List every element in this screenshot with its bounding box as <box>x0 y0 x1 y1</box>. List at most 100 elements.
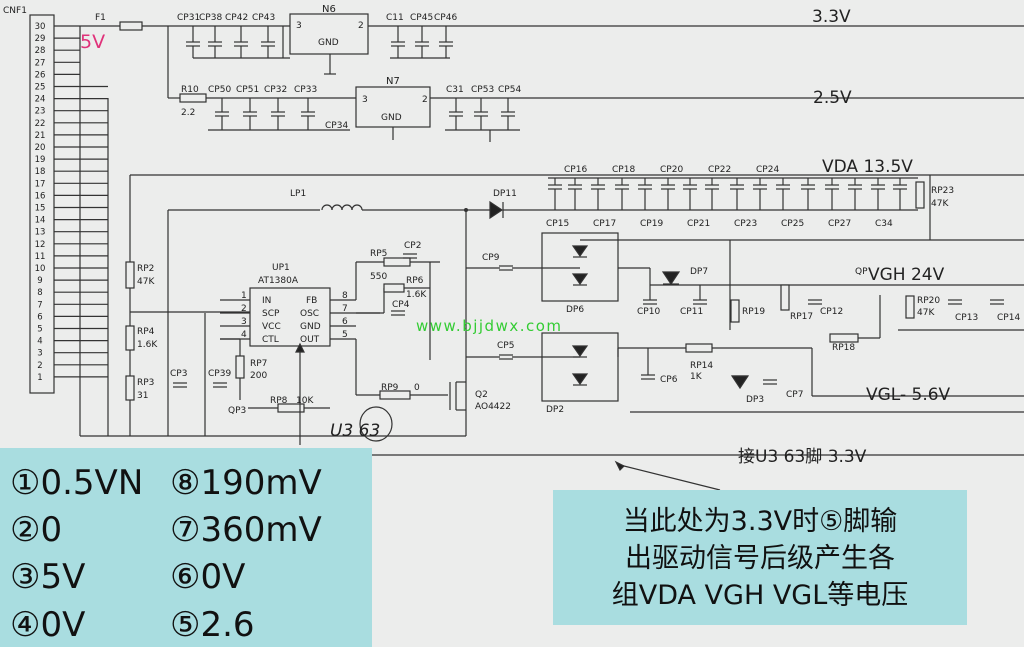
label-cp43: CP43 <box>252 13 275 23</box>
label-cp38: CP38 <box>199 13 222 23</box>
label-rp5-value: 550 <box>370 272 387 282</box>
handwritten-note: U3 63 <box>330 421 380 441</box>
label-rp2-value: 47K <box>137 277 155 287</box>
rail-vgh-label: VGH 24V <box>868 265 945 285</box>
label-rp9-value: 0 <box>414 383 420 393</box>
connector-pin-label: 15 <box>35 204 46 214</box>
connector-pin-label: 24 <box>35 95 46 105</box>
label-up1-in: IN <box>262 296 271 306</box>
connector-pin-label: 8 <box>37 288 42 298</box>
connector-pin-label: 6 <box>37 312 42 322</box>
label-cp3: CP3 <box>170 369 187 379</box>
label-cp11: CP11 <box>680 307 703 317</box>
diode-dp11 <box>489 200 504 220</box>
connector-pin-label: 21 <box>35 131 46 141</box>
label-up1-p1: 1 <box>241 291 247 301</box>
arrow-head <box>295 342 305 353</box>
label-cp24: CP24 <box>756 165 779 175</box>
label-up1-part: AT1380A <box>258 276 299 286</box>
label-cp15: CP15 <box>546 219 569 229</box>
label-rp3: RP3 <box>137 378 154 388</box>
label-dp11: DP11 <box>493 189 517 199</box>
note-line-3: 组VDA VGH VGL等电压 <box>611 580 909 611</box>
connector-pin-label: 19 <box>35 155 46 165</box>
u3-connect-label: 接U3 63脚 3.3V <box>738 447 867 467</box>
label-cp18: CP18 <box>612 165 635 175</box>
label-q2: Q2 <box>475 390 488 400</box>
label-cp32: CP32 <box>264 85 287 95</box>
label-rp5: RP5 <box>370 249 387 259</box>
pin1-voltage: ①0.5VN <box>10 463 144 503</box>
connector-pin-label: 10 <box>35 264 46 274</box>
label-cp14: CP14 <box>997 313 1020 323</box>
pin4-voltage: ④0V <box>10 605 86 645</box>
label-up1-scp: SCP <box>262 309 280 319</box>
label-up1-p4: 4 <box>241 330 247 340</box>
label-dp7: DP7 <box>690 267 708 277</box>
connector-title: CNF1 <box>3 6 27 16</box>
rail-2v5-label: 2.5V <box>813 88 852 108</box>
label-c31: C31 <box>446 85 464 95</box>
connector-pin-label: 16 <box>35 191 46 201</box>
resistor-rp2 <box>125 261 135 289</box>
label-rp8: RP8 <box>270 396 288 406</box>
rail-vgl-label: VGL- 5.6V <box>866 385 951 405</box>
label-cp45: CP45 <box>410 13 433 23</box>
label-up1-fb: FB <box>306 296 317 306</box>
connector-pin-label: 7 <box>37 300 42 310</box>
resistor-r10 <box>179 93 207 103</box>
explanation-note: 当此处为3.3V时⑤脚输 出驱动信号后级产生各 组VDA VGH VGL等电压 <box>553 490 967 625</box>
connector-pin-label: 28 <box>35 46 46 56</box>
label-q2-part: AO4422 <box>475 402 511 412</box>
label-cp21: CP21 <box>687 219 710 229</box>
connector-pin-label: 2 <box>37 361 42 371</box>
note-line-2: 出驱动信号后级产生各 <box>625 543 895 574</box>
pin8-voltage: ⑧190mV <box>170 463 322 503</box>
label-rp20-value: 47K <box>917 308 935 318</box>
fuse-f1 <box>119 21 143 31</box>
label-cp46: CP46 <box>434 13 457 23</box>
label-up1-osc: OSC <box>300 309 319 319</box>
resistor-rp4 <box>125 325 135 351</box>
label-up1-vcc: VCC <box>262 322 281 332</box>
label-up1-p3: 3 <box>241 317 247 327</box>
wire-layer <box>54 25 1024 456</box>
resistor-rp18 <box>829 333 859 343</box>
diode-dp6b <box>571 273 589 286</box>
diode-dp2b <box>571 373 589 386</box>
resistor-rp6 <box>383 283 405 293</box>
label-n6-gnd: GND <box>318 38 339 48</box>
label-dp2: DP2 <box>546 405 564 415</box>
label-cp12: CP12 <box>820 307 843 317</box>
connector-pin-label: 17 <box>35 179 46 189</box>
label-cp22: CP22 <box>708 165 731 175</box>
label-rp17: RP17 <box>790 312 813 322</box>
input-voltage-label: 5V <box>80 31 105 53</box>
label-up1-p8: 8 <box>342 291 348 301</box>
connector-pin-label: 30 <box>35 22 46 32</box>
label-cp17: CP17 <box>593 219 616 229</box>
label-rp14: RP14 <box>690 361 713 371</box>
label-rp2: RP2 <box>137 264 154 274</box>
rail-3v3-label: 3.3V <box>812 7 851 27</box>
label-qp3: QP3 <box>228 406 246 416</box>
label-up1-p5: 5 <box>342 330 348 340</box>
zener-dp7 <box>661 271 681 286</box>
resistor-rp17 <box>780 284 790 311</box>
label-cp50: CP50 <box>208 85 231 95</box>
connector-pin-label: 20 <box>35 143 46 153</box>
label-rp18: RP18 <box>832 343 855 353</box>
watermark-text: www.bjjdwx.com <box>416 317 563 335</box>
inductor-lp1 <box>331 204 343 211</box>
label-rp7-value: 200 <box>250 371 267 381</box>
label-cp25: CP25 <box>781 219 804 229</box>
label-rp8-value: 10K <box>296 396 314 406</box>
label-cp13: CP13 <box>955 313 978 323</box>
pin3-voltage: ③5V <box>10 557 86 597</box>
note-arrow-head <box>614 460 626 472</box>
label-cp19: CP19 <box>640 219 663 229</box>
label-up1-out: OUT <box>300 335 320 345</box>
connector-pin-label: 22 <box>35 119 46 129</box>
connector-pin-label: 25 <box>35 83 46 93</box>
